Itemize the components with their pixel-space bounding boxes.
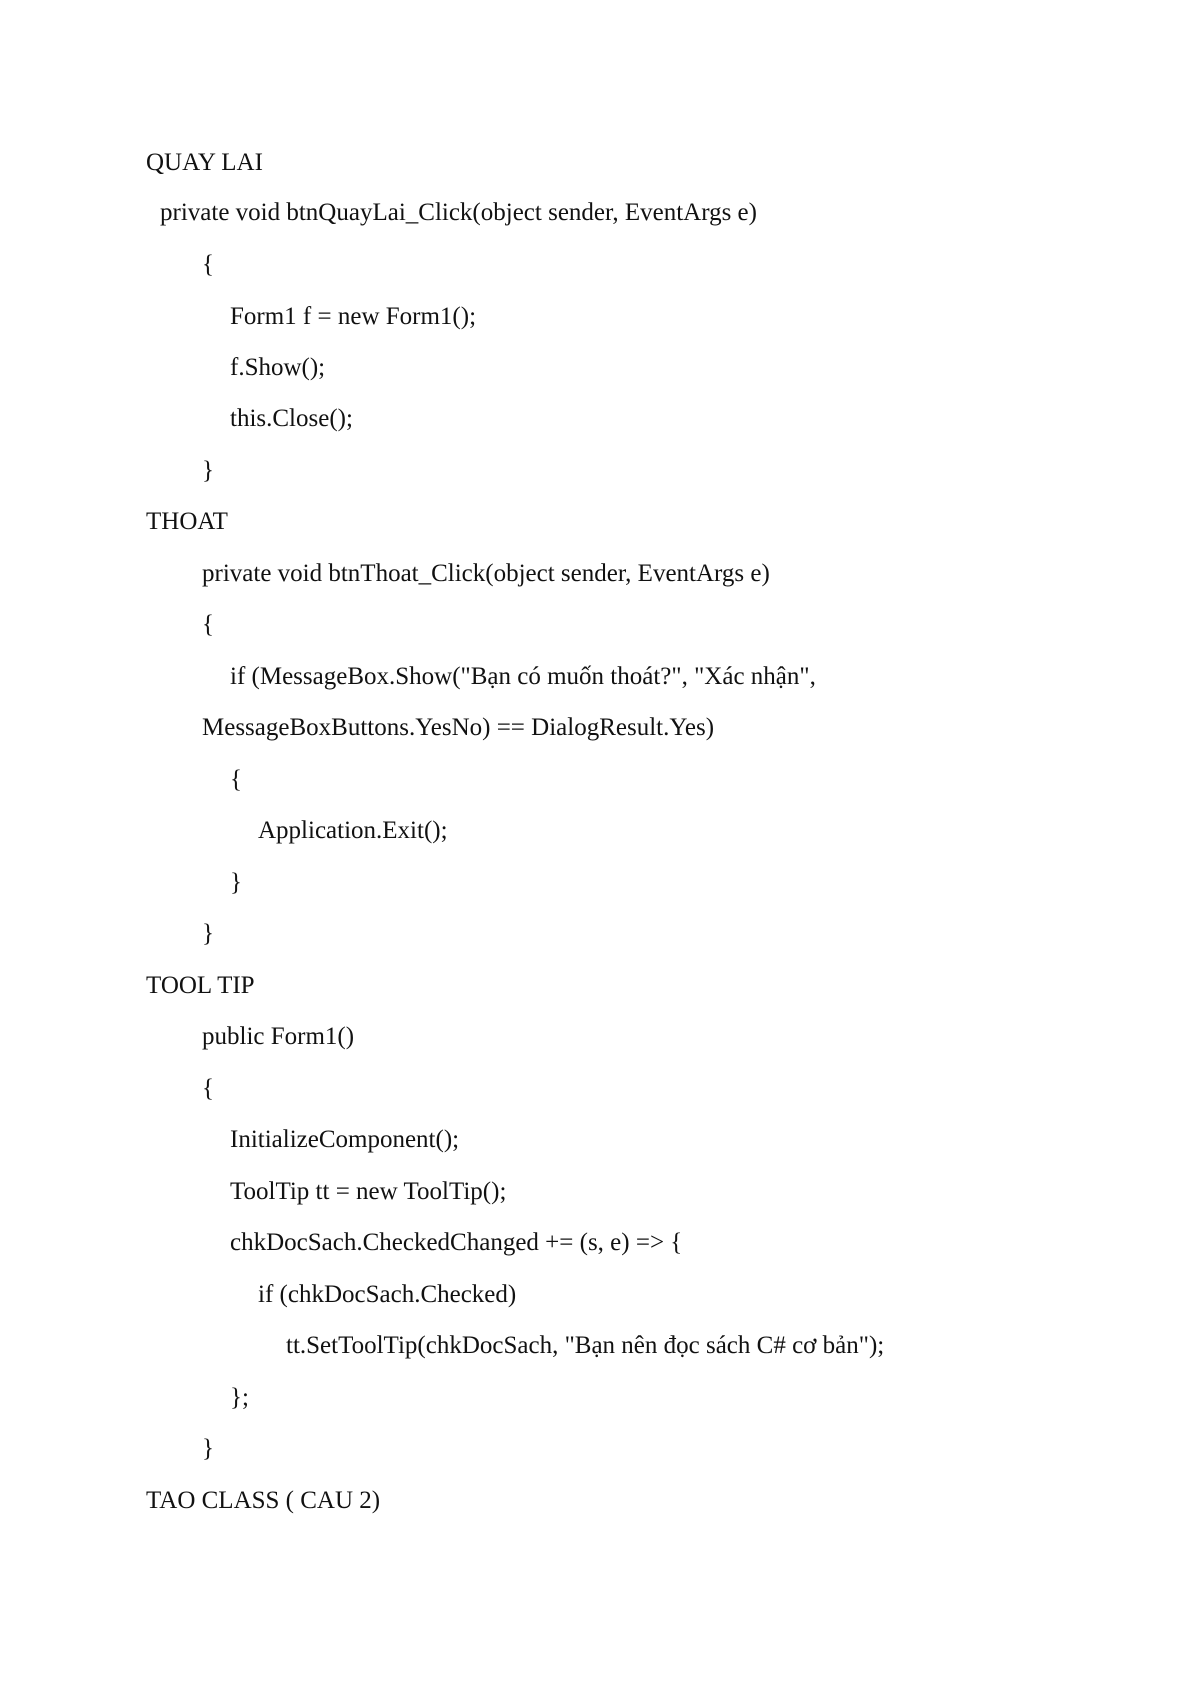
code-line: chkDocSach.CheckedChanged += (s, e) => { [230,1229,683,1256]
code-line: if (MessageBox.Show("Bạn có muốn thoát?"… [230,663,816,690]
code-line: this.Close(); [230,405,353,432]
section-heading-tool-tip: TOOL TIP [146,972,255,999]
code-line: { [202,611,214,638]
code-line: Form1 f = new Form1(); [230,303,477,330]
code-line: } [202,920,214,947]
section-heading-thoat: THOAT [146,508,228,535]
code-line: ToolTip tt = new ToolTip(); [230,1178,507,1205]
section-heading-tao-class: TAO CLASS ( CAU 2) [146,1487,381,1514]
code-line: { [230,766,242,793]
code-line: public Form1() [202,1023,355,1050]
code-line: } [202,457,214,484]
code-line: InitializeComponent(); [230,1126,460,1153]
code-line: } [230,869,242,896]
code-line: }; [230,1384,249,1411]
code-line: MessageBoxButtons.YesNo) == DialogResult… [202,714,715,741]
code-line: private void btnThoat_Click(object sende… [202,560,770,587]
code-line: private void btnQuayLai_Click(object sen… [160,199,757,226]
code-line: { [202,1075,214,1102]
code-line: f.Show(); [230,354,326,381]
code-line: tt.SetToolTip(chkDocSach, "Bạn nên đọc s… [286,1332,885,1359]
section-heading-quay-lai: QUAY LAI [146,149,263,176]
code-line: { [202,251,214,278]
code-line: if (chkDocSach.Checked) [258,1281,517,1308]
code-line: } [202,1435,214,1462]
code-line: Application.Exit(); [258,817,448,844]
